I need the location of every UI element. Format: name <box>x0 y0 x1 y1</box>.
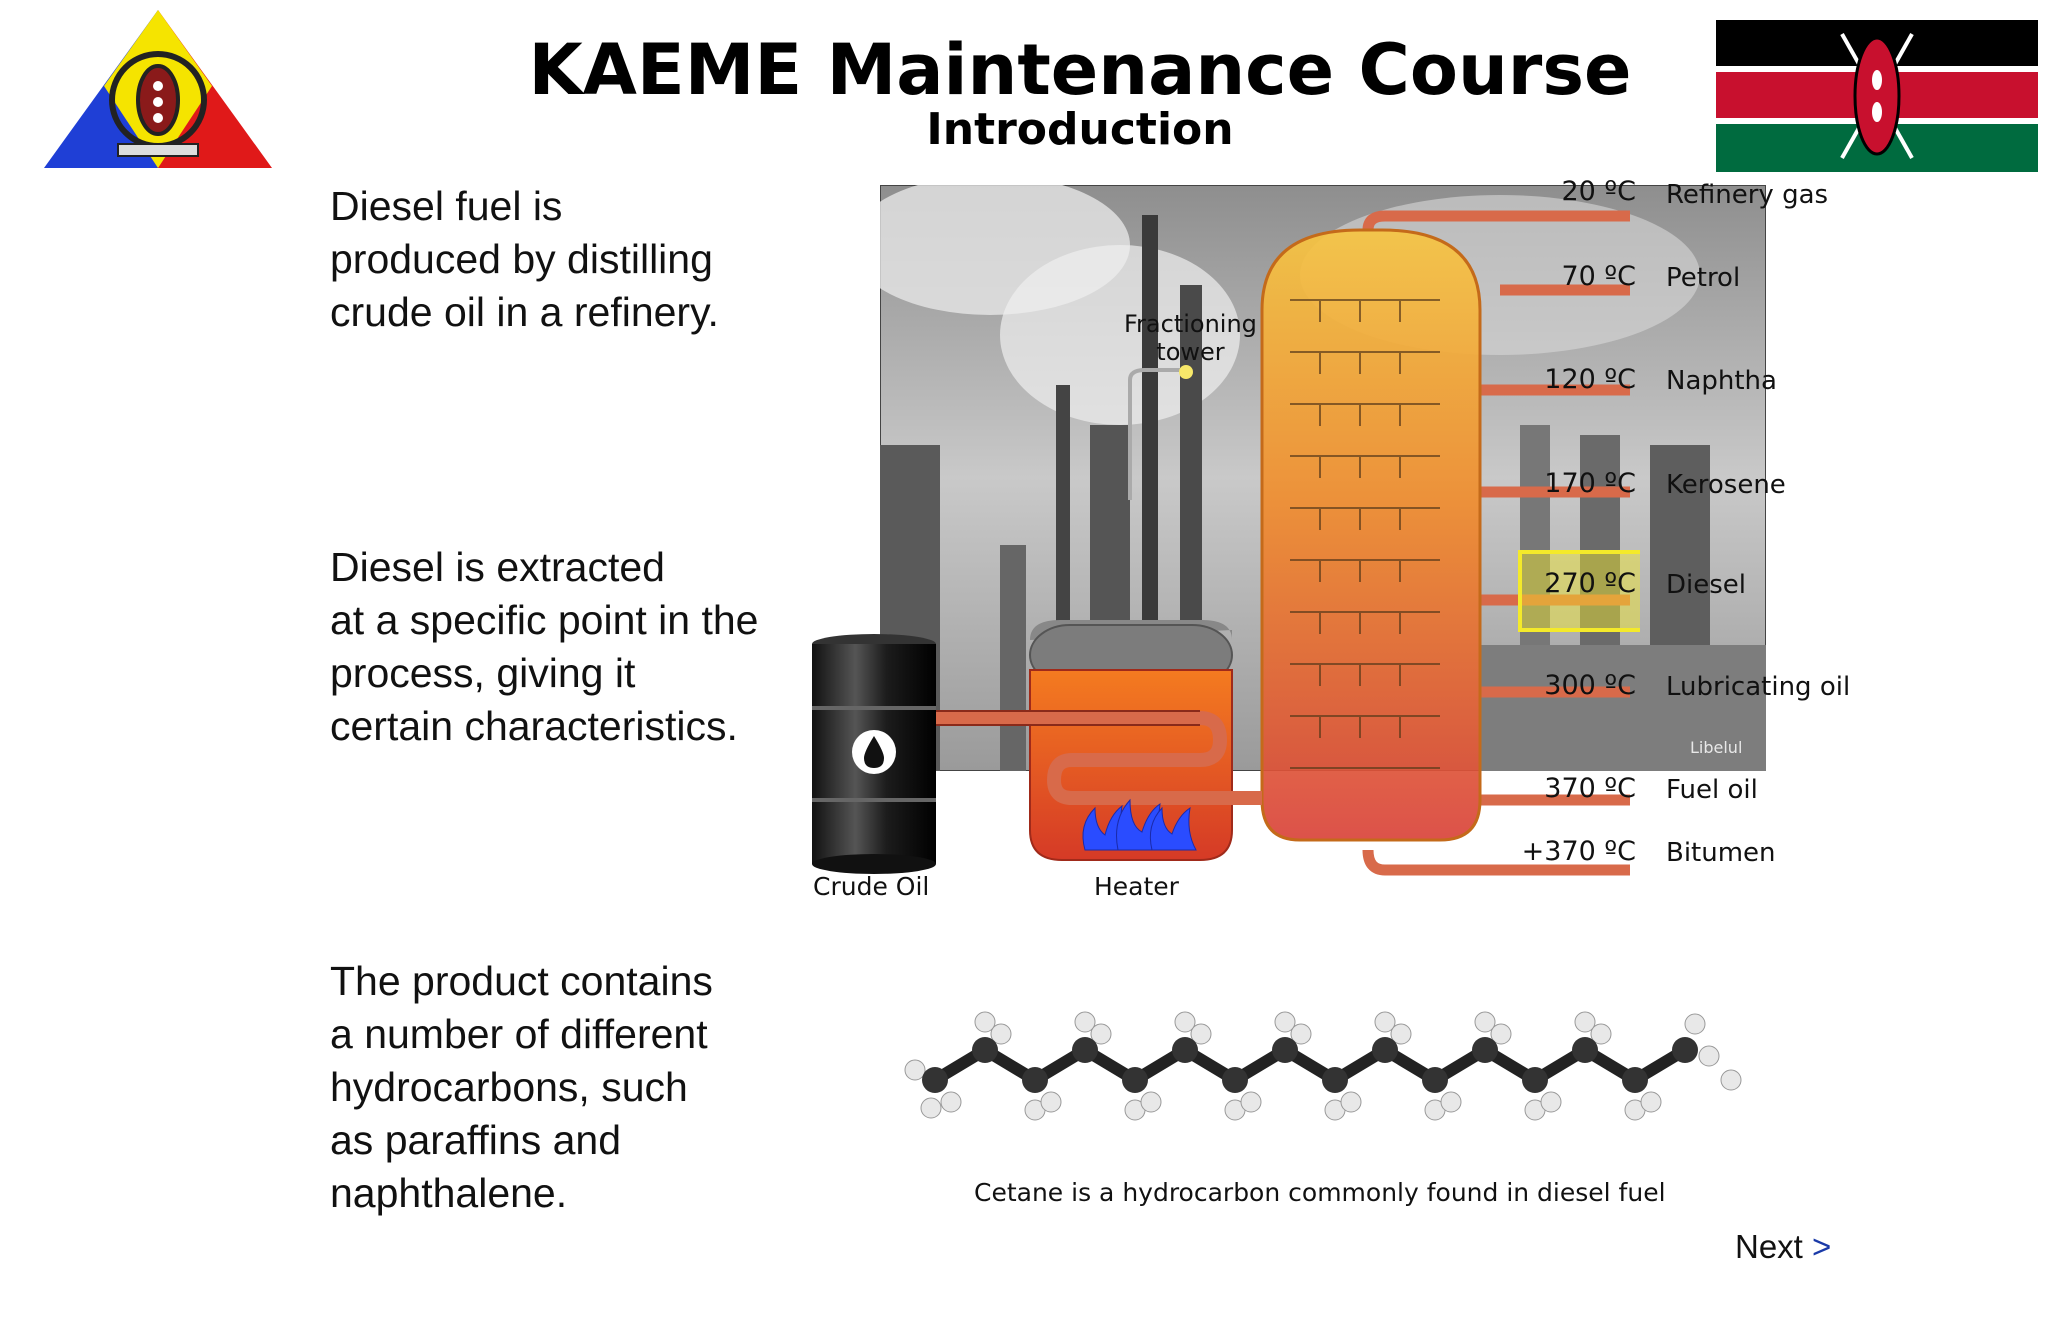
fraction-name: Diesel <box>1666 570 1747 600</box>
distillation-diagram <box>812 210 1640 876</box>
fraction-name: Bitumen <box>1666 838 1776 868</box>
fraction-temp: 370 ºC <box>1544 773 1636 804</box>
fraction-name: Petrol <box>1666 263 1741 293</box>
page-title: KAEME Maintenance Course <box>528 29 1632 111</box>
crude-oil-label: Crude Oil <box>813 872 930 901</box>
fraction-name: Naphtha <box>1666 366 1777 396</box>
fraction-name: Lubricating oil <box>1666 672 1851 702</box>
hydrocarbon-paragraph: The product contains a number of differe… <box>330 958 713 1216</box>
page-subtitle: Introduction <box>926 104 1234 155</box>
fraction-temp: 20 ºC <box>1561 176 1636 207</box>
flame-icon <box>1082 798 1197 851</box>
tower-label: Fractioning tower <box>1124 310 1257 366</box>
fraction-temp: 70 ºC <box>1561 261 1636 292</box>
molecule-caption: Cetane is a hydrocarbon commonly found i… <box>974 1178 1666 1207</box>
cetane-molecule-image <box>904 1011 1742 1121</box>
heater-label: Heater <box>1094 872 1179 901</box>
intro-paragraph: Diesel fuel is produced by distilling cr… <box>330 183 719 335</box>
next-label: Next <box>1735 1228 1803 1265</box>
kenya-flag-icon <box>1716 20 2038 172</box>
chevron-right-icon: > <box>1812 1228 1832 1265</box>
fraction-temp: 270 ºC <box>1544 568 1636 599</box>
kaeme-emblem-icon <box>44 10 272 168</box>
next-button[interactable]: Next > <box>1735 1228 1831 1266</box>
fraction-name: Fuel oil <box>1666 775 1758 805</box>
fraction-temp: +370 ºC <box>1521 836 1636 867</box>
oil-barrel-icon <box>812 634 936 874</box>
fraction-name: Kerosene <box>1666 470 1786 500</box>
fraction-temp: 300 ºC <box>1544 670 1636 701</box>
fraction-temp: 120 ºC <box>1544 364 1636 395</box>
fraction-temp: 170 ºC <box>1544 468 1636 499</box>
photo-watermark: Libelul <box>1690 738 1743 757</box>
fraction-name: Refinery gas <box>1666 180 1829 210</box>
extraction-paragraph: Diesel is extracted at a specific point … <box>330 544 759 749</box>
diesel-highlight <box>1518 550 1640 632</box>
